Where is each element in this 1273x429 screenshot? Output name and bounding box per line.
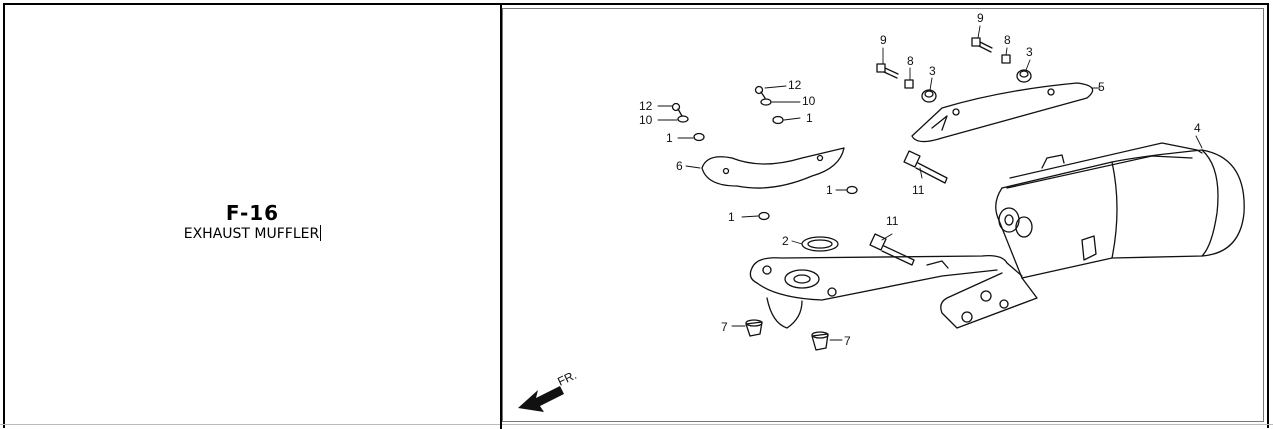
section-title: EXHAUST MUFFLER bbox=[5, 225, 500, 242]
leader-lines bbox=[657, 25, 1203, 341]
heat-shield-5 bbox=[911, 82, 1094, 143]
muffler-body bbox=[940, 142, 1245, 329]
washer-1-b bbox=[772, 115, 784, 125]
callout: 1 bbox=[728, 210, 735, 224]
callout-labels: 9 8 3 9 8 3 5 4 12 10 12 10 1 1 6 1 1 11… bbox=[639, 11, 1201, 348]
callout: 2 bbox=[782, 234, 789, 248]
callout: 7 bbox=[721, 320, 728, 334]
callout: 12 bbox=[788, 78, 802, 92]
callout: 7 bbox=[844, 334, 851, 348]
callout: 3 bbox=[1026, 45, 1033, 59]
bolt-11-upper bbox=[903, 150, 948, 184]
heat-shield-6 bbox=[701, 147, 845, 189]
bottom-rule bbox=[0, 424, 1273, 425]
grommet-3-left bbox=[921, 89, 937, 103]
bolt-9-right bbox=[971, 37, 993, 53]
callout: 11 bbox=[912, 183, 925, 197]
callout: 5 bbox=[1098, 80, 1105, 94]
callout: 8 bbox=[1004, 33, 1011, 47]
washer-1-a bbox=[693, 132, 705, 142]
screw-12-left bbox=[671, 102, 683, 117]
front-direction-arrow-icon bbox=[518, 386, 564, 412]
column-divider bbox=[500, 3, 502, 429]
callout: 1 bbox=[666, 131, 673, 145]
page-frame bbox=[3, 3, 1269, 428]
text-cursor bbox=[320, 225, 322, 241]
bolt-9-left bbox=[876, 63, 899, 79]
bolt-11-lower bbox=[869, 233, 915, 266]
collar-8-left bbox=[904, 79, 914, 89]
callout: 1 bbox=[806, 111, 813, 125]
clip-7-right bbox=[811, 331, 829, 351]
screw-12-right bbox=[754, 85, 766, 99]
section-title-text: EXHAUST MUFFLER bbox=[183, 226, 320, 242]
diagram-panel bbox=[502, 8, 1264, 422]
callout: 1 bbox=[826, 183, 833, 197]
section-header-panel: F-16 EXHAUST MUFFLER bbox=[5, 5, 500, 425]
clip-7-left bbox=[745, 319, 763, 337]
callout: 8 bbox=[907, 54, 914, 68]
gasket-2-inner bbox=[807, 239, 833, 249]
collar-8-right bbox=[1001, 54, 1011, 64]
callout: 12 bbox=[639, 99, 653, 113]
callout: 9 bbox=[977, 11, 984, 25]
callout: 3 bbox=[929, 64, 936, 78]
direction-label: FR. bbox=[555, 368, 578, 389]
exhaust-pipe bbox=[749, 255, 1023, 329]
section-code: F-16 bbox=[225, 201, 280, 225]
exploded-parts-diagram: FR. 9 8 3 9 8 3 5 4 12 10 12 10 1 1 6 1 … bbox=[518, 11, 1245, 412]
washer-1-d bbox=[758, 211, 770, 221]
callout: 11 bbox=[886, 214, 899, 228]
grommet-3-right bbox=[1016, 69, 1032, 83]
callout: 4 bbox=[1194, 121, 1201, 135]
washer-10-right bbox=[760, 98, 772, 106]
callout: 9 bbox=[880, 33, 887, 47]
callout: 10 bbox=[639, 113, 653, 127]
washer-1-c bbox=[846, 185, 858, 195]
washer-10-left bbox=[677, 115, 689, 123]
callout: 10 bbox=[802, 94, 816, 108]
callout: 6 bbox=[676, 159, 683, 173]
